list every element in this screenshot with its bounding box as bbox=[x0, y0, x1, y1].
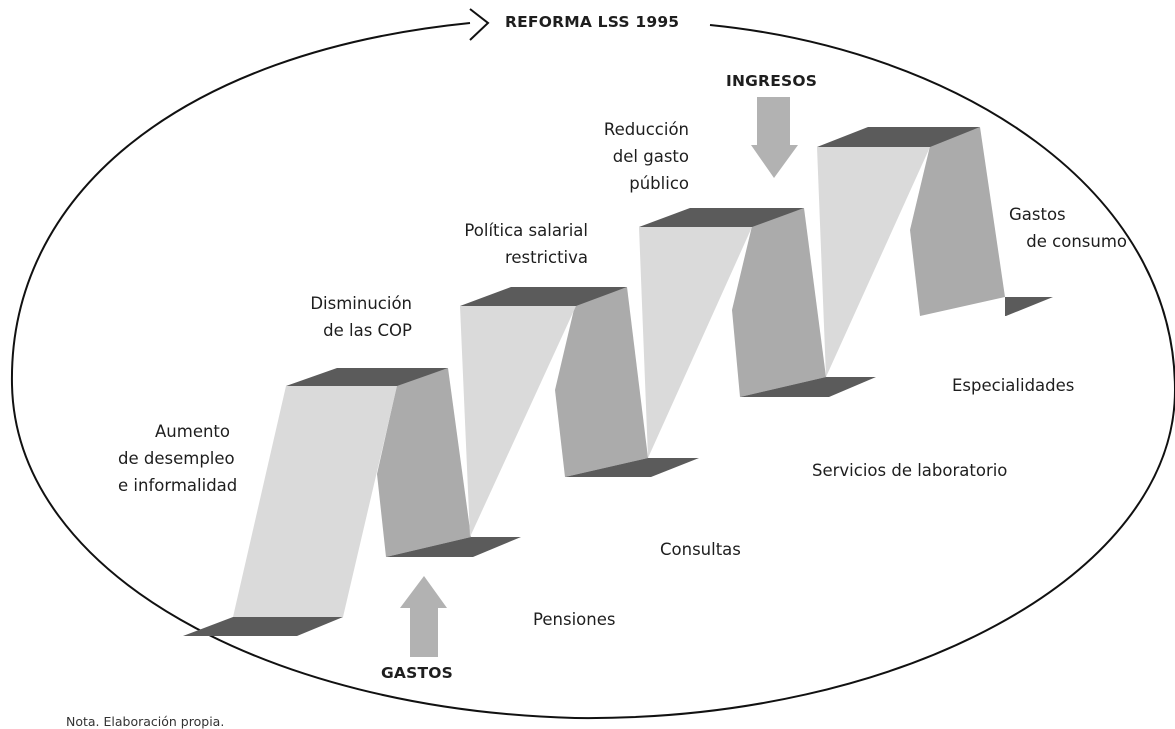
diagram-title: REFORMA LSS 1995 bbox=[505, 13, 680, 31]
label-line: Disminución bbox=[310, 294, 412, 313]
label-line: de consumo bbox=[1026, 232, 1127, 251]
ingresos-arrow-icon bbox=[751, 97, 798, 178]
stair-treads bbox=[183, 127, 1053, 636]
riser-back-faces bbox=[377, 127, 1005, 557]
ingresos-label: INGRESOS bbox=[726, 72, 818, 90]
label-line: de desempleo bbox=[118, 449, 235, 468]
label-line: del gasto bbox=[612, 147, 689, 166]
riser-front-faces bbox=[233, 147, 930, 617]
cycle-ellipse bbox=[10, 22, 1175, 720]
label-aumento-desempleo: Aumento de desempleo e informalidad bbox=[118, 418, 238, 499]
label-line: público bbox=[629, 174, 689, 193]
label-disminucion-cop: Disminución de las COP bbox=[268, 290, 412, 344]
label-servicios-laboratorio: Servicios de laboratorio bbox=[812, 461, 1008, 480]
label-gastos-consumo: Gastos de consumo bbox=[1005, 201, 1127, 255]
label-line: Aumento bbox=[155, 422, 230, 441]
label-line: de las COP bbox=[323, 321, 412, 340]
label-politica-salarial: Política salarial restrictiva bbox=[430, 217, 588, 271]
gastos-label: GASTOS bbox=[381, 664, 453, 682]
gastos-arrow-icon bbox=[400, 576, 447, 657]
cycle-arrow-icon bbox=[469, 8, 490, 41]
label-line: e informalidad bbox=[118, 476, 238, 495]
label-line: Gastos bbox=[1009, 205, 1066, 224]
label-pensiones: Pensiones bbox=[533, 610, 616, 629]
source-note: Nota. Elaboración propia. bbox=[66, 714, 225, 729]
label-consultas: Consultas bbox=[660, 540, 741, 559]
label-line: Reducción bbox=[603, 120, 689, 139]
label-especialidades: Especialidades bbox=[952, 376, 1075, 395]
label-line: Política salarial bbox=[464, 221, 588, 240]
label-line: restrictiva bbox=[504, 248, 588, 267]
label-reduccion-gasto: Reducción del gasto público bbox=[567, 116, 689, 197]
